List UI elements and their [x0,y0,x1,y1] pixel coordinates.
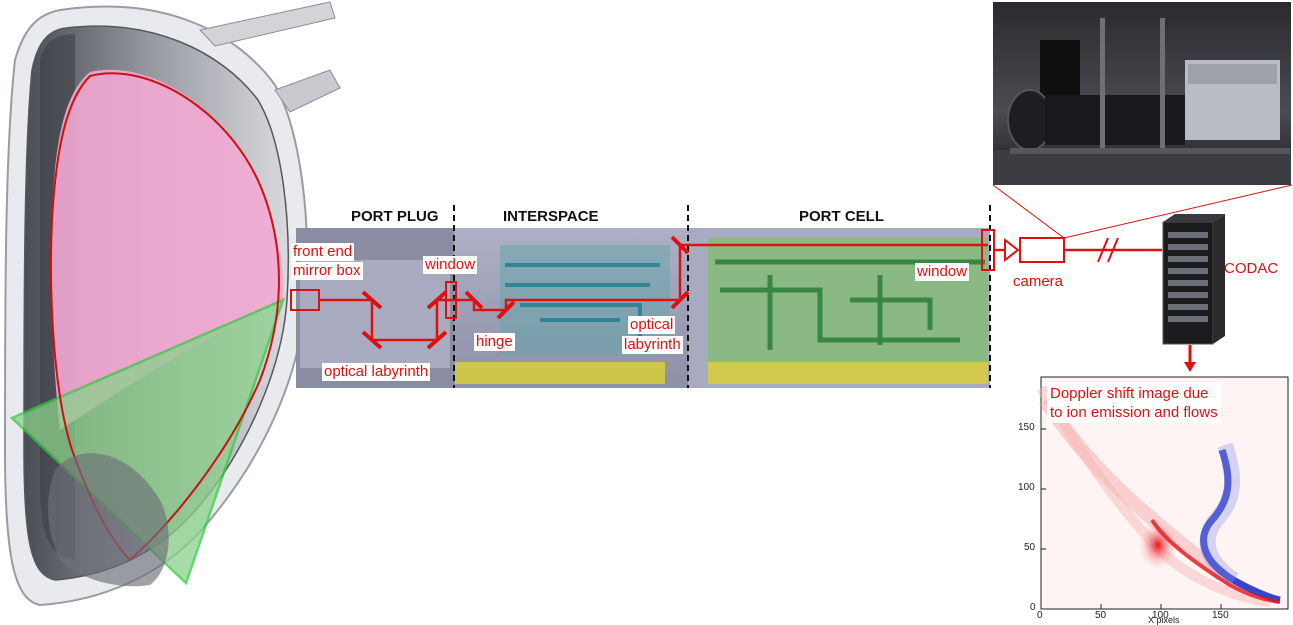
label-window-right: window [915,263,969,281]
label-optical-labyrinth-left: optical labyrinth [322,363,430,381]
section-interspace: INTERSPACE [503,208,599,225]
section-port-cell: PORT CELL [799,208,884,225]
y-tick-0: 0 [1030,602,1036,613]
label-labyrinth: labyrinth [622,336,683,354]
port-cell-green [708,238,988,363]
yellow-rail-left [455,362,665,384]
label-optical: optical [628,316,675,334]
x-axis-label: X pixels [1148,615,1180,625]
codac-server [1163,214,1225,344]
label-codac: CODAC [1224,260,1278,277]
x-tick-0: 0 [1037,610,1043,621]
camera-lens [1005,240,1018,260]
camera-photo [993,2,1291,185]
y-tick-50: 50 [1024,542,1035,553]
port-strip [296,205,990,388]
doppler-caption: Doppler shift image due to ion emission … [1047,383,1221,423]
x-tick-50: 50 [1095,610,1106,621]
upper-port [200,2,335,46]
label-window-left: window [423,256,477,274]
label-hinge: hinge [474,333,515,351]
yellow-rail-right [708,362,988,384]
label-mirror-box: mirror box [291,262,363,280]
tokamak-cross-section [5,2,340,605]
y-tick-100: 100 [1018,482,1035,493]
label-camera: camera [1013,273,1063,290]
doppler-caption-line-1: Doppler shift image due [1050,384,1218,403]
y-tick-150: 150 [1018,422,1035,433]
x-tick-150: 150 [1212,610,1229,621]
section-port-plug: PORT PLUG [351,208,439,225]
label-front-end: front end [291,243,354,261]
doppler-caption-line-2: to ion emission and flows [1050,403,1218,422]
camera-box [1020,238,1064,262]
